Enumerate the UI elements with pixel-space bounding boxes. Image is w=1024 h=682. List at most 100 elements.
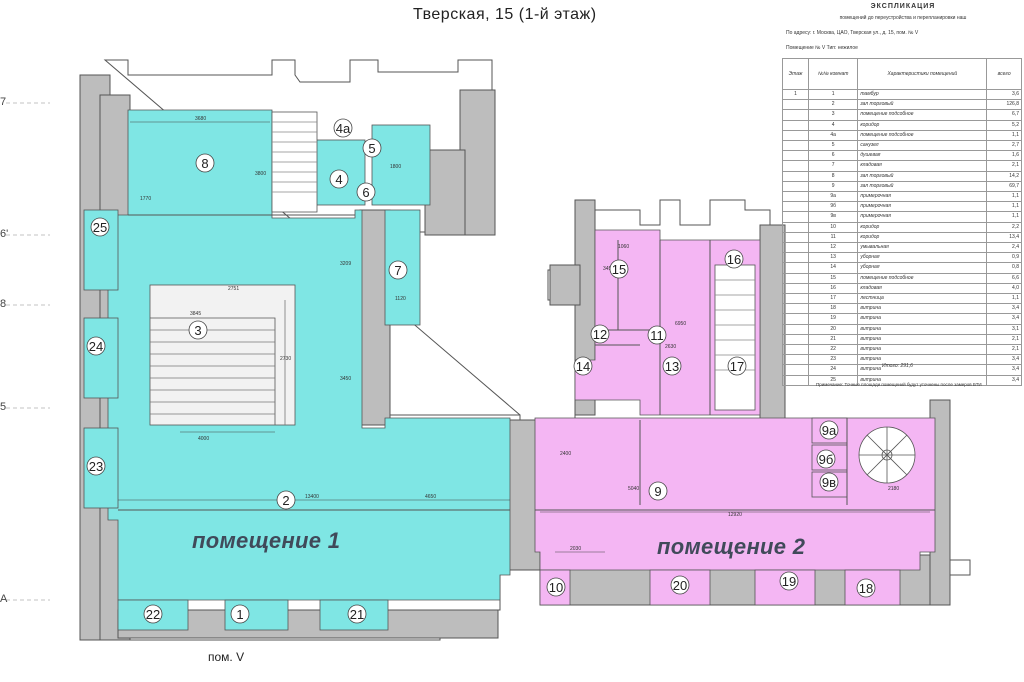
dimension-label: 6950 (675, 321, 686, 327)
table-cell (781, 364, 810, 376)
table-cell (781, 293, 810, 305)
room-badge (188, 320, 208, 340)
table-cell: 9а (808, 191, 859, 203)
axis-label: A (0, 593, 8, 605)
axis-label: 8 (0, 298, 7, 310)
axis-label: 5 (0, 401, 7, 413)
table-cell: 69,7 (986, 180, 1022, 193)
explication-total: Итого: 291,6 (882, 363, 913, 369)
table-cell (781, 129, 810, 142)
table-cell (781, 282, 810, 295)
table-cell: кладовая (857, 160, 988, 172)
table-cell: 11 (808, 231, 859, 244)
room-badge (662, 356, 682, 376)
total-value: 291,6 (900, 363, 913, 369)
table-cell: 2 (808, 99, 859, 111)
table-cell: коридор (857, 119, 988, 131)
room-number: 4 (335, 172, 342, 187)
table-cell: коридор (857, 221, 988, 233)
dimension-label: 13400 (305, 494, 319, 500)
room-badge (195, 153, 215, 173)
table-cell: 0,9 (986, 252, 1022, 264)
dimension-label: 2630 (665, 344, 676, 350)
room-badge (670, 575, 690, 595)
table-cell: 1,6 (986, 150, 1022, 162)
table-cell: 21 (808, 333, 859, 346)
table-cell (781, 109, 810, 121)
table-cell: 6,7 (986, 109, 1022, 121)
dimension-label: 3450 (603, 266, 614, 272)
dimension-label: 3845 (190, 311, 201, 317)
dimension-label: 1060 (618, 244, 629, 250)
dimension-label: 3209 (340, 261, 351, 267)
room-number: 12 (593, 327, 607, 342)
room-badge (356, 182, 376, 202)
dimension-label: 3450 (340, 376, 351, 382)
axis-label: 7 (0, 96, 7, 108)
dimension-label: 2180 (888, 486, 899, 492)
table-cell: 3,4 (986, 364, 1022, 376)
room-badge (347, 604, 367, 624)
room-badge (816, 449, 836, 469)
table-cell: витрина (857, 333, 988, 346)
explication-note: Примечание: Точные площади помещений буд… (816, 382, 982, 387)
table-cell: санузел (857, 140, 988, 152)
plan-title: Тверская, 15 (1-й этаж) (413, 6, 597, 23)
room-labels: 1 2 3 4 4а 5 6 7 8 9 9а 9б 9в 10 11 12 1… (89, 121, 873, 622)
explication-grid: Этаж №№ комнат Характеристики помещений … (781, 58, 1022, 386)
room-number: 9а (822, 423, 837, 438)
table-cell: 2,7 (986, 140, 1022, 152)
table-cell: 17 (808, 293, 859, 305)
table-cell: душевая (857, 150, 988, 162)
room-number: 9б (819, 452, 834, 467)
table-cell: 3,6 (986, 88, 1022, 101)
room-badge (819, 472, 839, 492)
table-cell: витрина (857, 344, 988, 356)
table-cell (781, 333, 810, 346)
table-cell: 3,1 (986, 323, 1022, 335)
dimension-lines (118, 121, 930, 553)
room-badge (276, 490, 296, 510)
table-cell: 15 (808, 272, 859, 284)
table-cell (781, 160, 810, 172)
table-cell: примерочная (857, 191, 988, 203)
table-cell (781, 374, 810, 386)
dimension-label: 4000 (198, 436, 209, 442)
table-cell (781, 231, 810, 244)
room-number: 7 (394, 263, 401, 278)
table-cell: 9б (808, 201, 859, 213)
table-cell: 1 (808, 88, 859, 101)
spiral-staircase (858, 426, 916, 484)
table-cell (781, 303, 810, 315)
table-cell (781, 354, 810, 366)
table-cell: примерочная (857, 201, 988, 213)
room-numbers (86, 118, 876, 624)
room-number: 23 (89, 459, 103, 474)
table-cell: 20 (808, 323, 859, 335)
table-cell: 4а (808, 129, 859, 142)
room-badge (573, 356, 593, 376)
table-cell: коридор (857, 231, 988, 244)
table-cell: 7 (808, 160, 859, 172)
room-number: 16 (727, 252, 741, 267)
table-cell: 18 (808, 303, 859, 315)
column-header: всего (986, 58, 1022, 90)
room-badge (90, 217, 110, 237)
table-cell (781, 313, 810, 325)
dimension-label: 2730 (280, 356, 291, 362)
table-cell: 2,2 (986, 221, 1022, 233)
table-cell (781, 191, 810, 203)
